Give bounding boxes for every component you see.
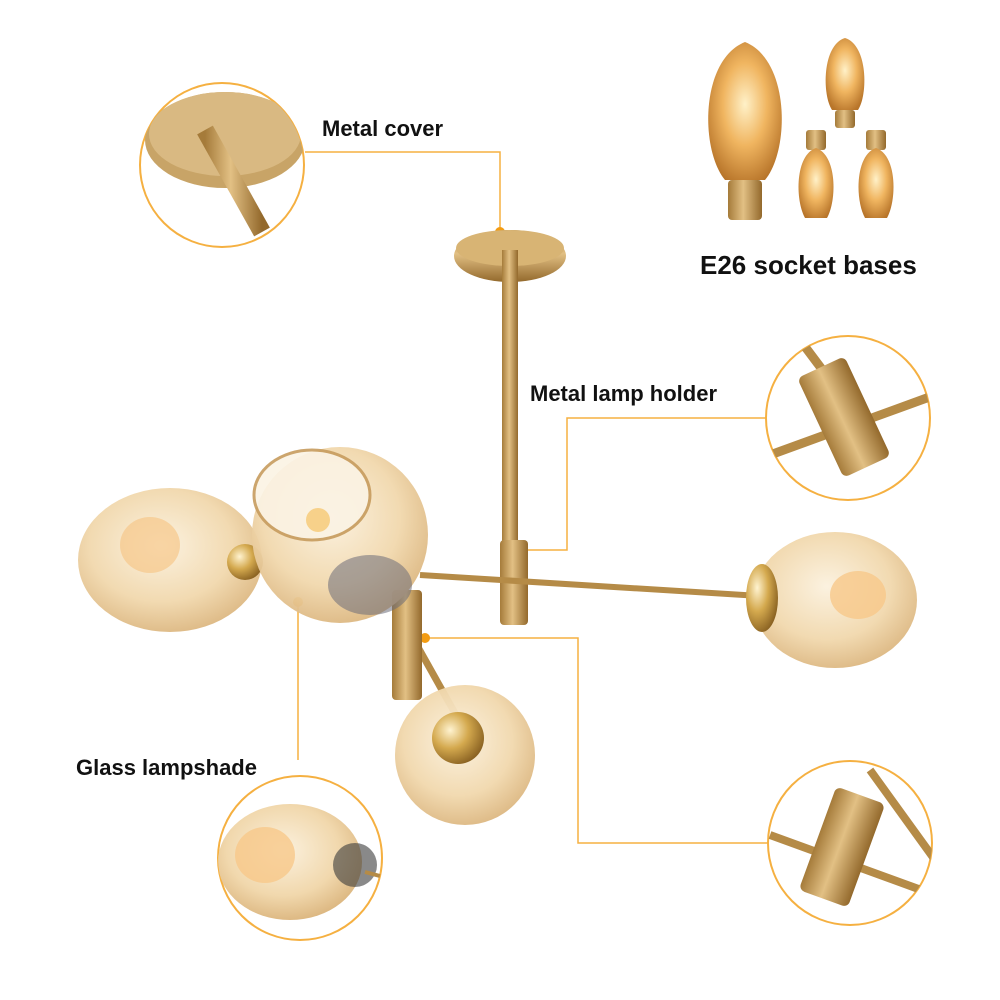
bulb-small-mid [798,130,834,218]
glass-shade-right [746,532,917,668]
edison-bulbs [708,38,894,220]
chandelier [78,230,917,825]
callout-lines [297,151,768,844]
glass-shade-bottom [395,685,535,825]
closeup-metal-cover [139,82,305,248]
closeup-joint [767,760,933,926]
closeup-lamp-holder [765,335,931,501]
bulb-small-top [825,38,865,128]
bulb-small-right [858,130,894,218]
label-metal-cover: Metal cover [322,116,444,141]
label-glass-lampshade: Glass lampshade [76,755,257,780]
bulb-large [708,42,782,220]
glass-shade-top [252,447,428,623]
glass-shade-left [78,488,263,632]
label-e26-socket-bases: E26 socket bases [700,250,917,280]
label-metal-lamp-holder: Metal lamp holder [530,381,718,406]
closeup-glass-lampshade [217,775,383,941]
